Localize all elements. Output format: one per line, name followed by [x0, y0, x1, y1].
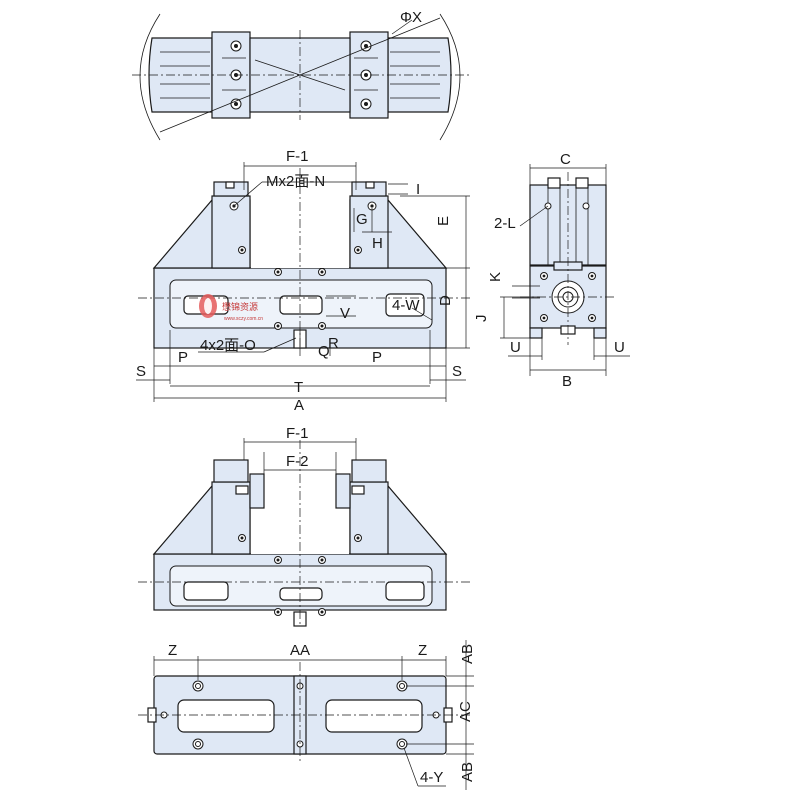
front-view-1: F-1 Mx2面-N I G H E D V 4-W Q R	[136, 148, 470, 414]
label-p-left: P	[178, 349, 188, 366]
label-i: I	[416, 181, 420, 198]
label-g: G	[356, 211, 368, 228]
label-w: 4-W	[392, 297, 420, 314]
label-c: C	[560, 151, 571, 168]
label-mx2n: Mx2面-N	[266, 173, 325, 190]
label-t: T	[294, 379, 303, 396]
label-aa: AA	[290, 642, 310, 659]
label-j: J	[473, 315, 490, 323]
label-ac: AC	[457, 701, 474, 722]
label-d: D	[437, 295, 454, 306]
label-phi-x: ΦX	[400, 9, 422, 26]
label-v: V	[340, 305, 350, 322]
label-f1: F-1	[286, 148, 309, 165]
label-r: R	[328, 335, 339, 352]
label-s-right: S	[452, 363, 462, 380]
bottom-view: Z AA Z AB AC AB 4-Y	[138, 640, 476, 790]
label-p-right: P	[372, 349, 382, 366]
label-e: E	[435, 216, 452, 226]
label-l: 2-L	[494, 215, 516, 232]
top-plan-view: ΦX	[132, 9, 470, 141]
label-z-left: Z	[168, 642, 177, 659]
label-b: B	[562, 373, 572, 390]
watermark-url: www.sczy.com.cn	[224, 316, 263, 322]
label-q: Q	[318, 343, 330, 360]
label-h: H	[372, 235, 383, 252]
label-o: 4x2面-O	[200, 337, 256, 354]
label-ab-top: AB	[459, 644, 476, 664]
watermark-brand: 懋锦资源	[222, 301, 258, 312]
label-y: 4-Y	[420, 769, 443, 786]
label-f2: F-2	[286, 453, 309, 470]
label-k: K	[487, 272, 504, 282]
watermark-logo: 懋锦资源 www.sczy.com.cn	[199, 294, 263, 322]
label-z-right: Z	[418, 642, 427, 659]
label-u-left: U	[510, 339, 521, 356]
side-view: C 2-L K J U U B	[473, 151, 630, 390]
front-view-2: F-1 F-2	[138, 425, 470, 627]
label-f1-2: F-1	[286, 425, 309, 442]
label-s-left: S	[136, 363, 146, 380]
label-u-right: U	[614, 339, 625, 356]
label-a: A	[294, 397, 304, 414]
label-ab-bottom: AB	[459, 762, 476, 782]
